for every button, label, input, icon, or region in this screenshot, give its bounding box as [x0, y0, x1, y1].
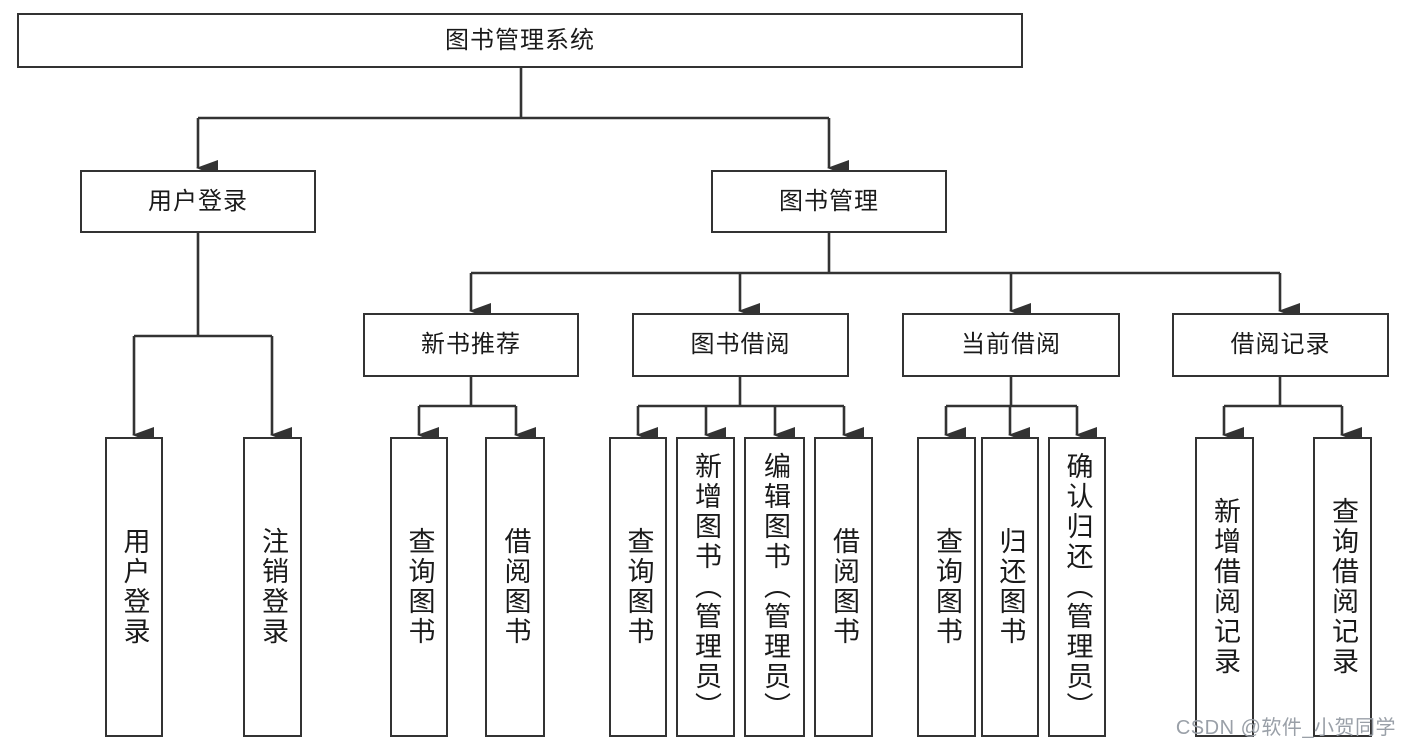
- node-book-borrow: 图书借阅: [632, 313, 849, 377]
- leaf-query-books-3: 查询图书: [917, 437, 976, 737]
- leaf-borrow-books-2: 借阅图书: [814, 437, 873, 737]
- leaf-return-books: 归还图书: [981, 437, 1039, 737]
- leaf-query-books-1: 查询图书: [390, 437, 448, 737]
- node-label: 当前借阅: [961, 331, 1061, 358]
- node-label: 新增图书（管理员）: [691, 452, 721, 722]
- connector-borrow-records-trunk: [1224, 377, 1342, 408]
- leaf-edit-books-admin: 编辑图书（管理员）: [744, 437, 805, 737]
- node-label: 借阅图书: [829, 527, 859, 647]
- leaf-add-borrow-record: 新增借阅记录: [1195, 437, 1254, 737]
- node-label: 图书管理系统: [445, 26, 595, 54]
- node-label: 编辑图书（管理员）: [760, 452, 790, 722]
- node-label: 借阅图书: [500, 527, 531, 647]
- node-label: 图书管理: [779, 187, 879, 215]
- leaf-query-books-2: 查询图书: [609, 437, 667, 737]
- node-label: 归还图书: [995, 527, 1026, 647]
- connector-user-login-trunk: [134, 233, 272, 338]
- node-book-mgmt: 图书管理: [711, 170, 947, 233]
- node-label: 确认归还（管理员）: [1062, 452, 1093, 722]
- node-root: 图书管理系统: [17, 13, 1023, 68]
- connector-current-borrow-trunk: [946, 377, 1077, 408]
- connector-book-mgmt-trunk: [471, 233, 1280, 275]
- node-label: 借阅记录: [1230, 331, 1331, 358]
- node-label: 新增借阅记录: [1210, 497, 1240, 677]
- connector-book-borrow-trunk: [638, 377, 844, 408]
- leaf-confirm-return-admin: 确认归还（管理员）: [1048, 437, 1106, 737]
- node-label: 新书推荐: [421, 331, 521, 358]
- node-label: 注销登录: [258, 527, 288, 647]
- leaf-user-login: 用户登录: [105, 437, 163, 737]
- node-label: 查询图书: [404, 527, 435, 647]
- node-label: 图书借阅: [690, 331, 791, 358]
- node-current-borrow: 当前借阅: [902, 313, 1120, 377]
- leaf-add-books-admin: 新增图书（管理员）: [676, 437, 735, 737]
- node-label: 查询图书: [932, 527, 962, 647]
- connector-new-books-trunk: [419, 377, 516, 408]
- leaf-logout: 注销登录: [243, 437, 302, 737]
- node-label: 查询图书: [623, 527, 654, 647]
- csdn-watermark: CSDN @软件_小贺同学: [1175, 717, 1396, 739]
- node-user-login: 用户登录: [80, 170, 316, 233]
- node-label: 用户登录: [119, 527, 150, 647]
- node-label: 用户登录: [148, 187, 248, 215]
- connector-root-trunk: [198, 68, 829, 120]
- node-borrow-records: 借阅记录: [1172, 313, 1389, 377]
- node-label: 查询借阅记录: [1328, 497, 1358, 677]
- node-new-books: 新书推荐: [363, 313, 579, 377]
- leaf-query-borrow-record: 查询借阅记录: [1313, 437, 1372, 737]
- leaf-borrow-books-1: 借阅图书: [485, 437, 545, 737]
